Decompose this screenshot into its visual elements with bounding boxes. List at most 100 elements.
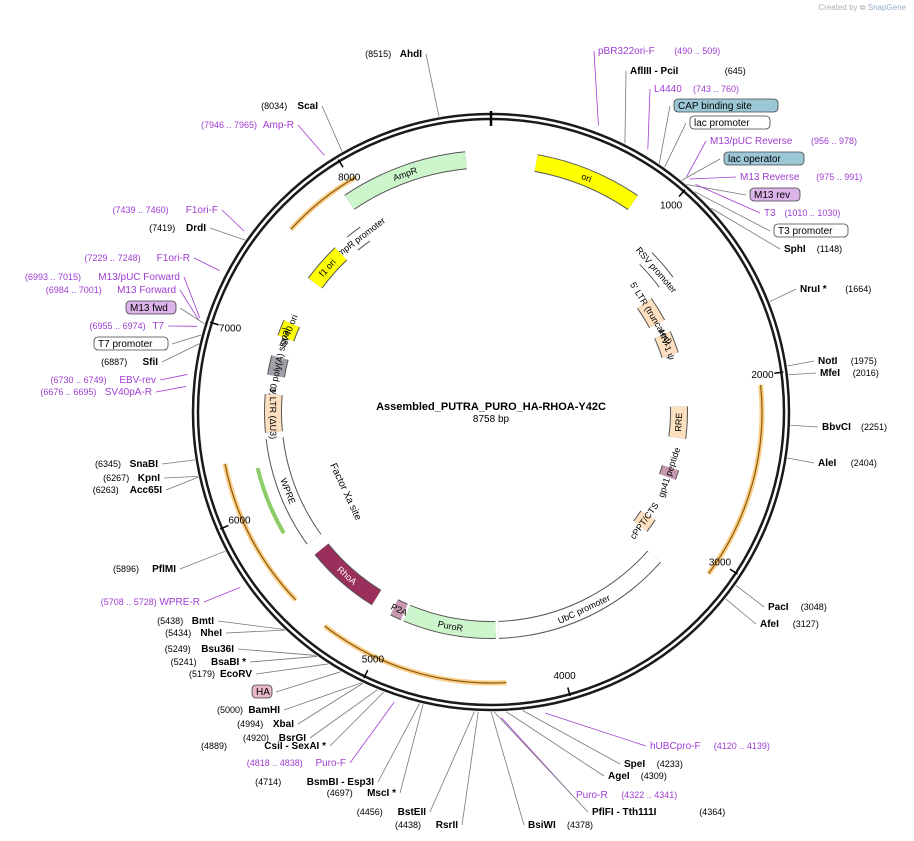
label-sfii[interactable]: SfiI(6887) <box>101 357 158 368</box>
label-pbr322ori-f[interactable]: pBR322ori-F(490 .. 509) <box>598 46 720 57</box>
label-text-bsmbi: BsmBI - Esp3I <box>307 777 374 788</box>
label-pflmi[interactable]: PflMI(5896) <box>113 564 176 575</box>
label-rsrii[interactable]: RsrII(4438) <box>395 820 458 831</box>
feature-ltr-5 <box>637 298 665 328</box>
label-leader-lines <box>155 50 819 826</box>
label-m13-puc-fwd[interactable]: M13/pUC Forward(6993 .. 7015) <box>25 272 180 283</box>
label-range-pflfi: (4364) <box>699 807 725 817</box>
label-box-lac-promoter <box>689 115 771 130</box>
feature-wpre <box>266 437 321 544</box>
label-range-bamhi: (5000) <box>217 705 243 715</box>
leader-snabi <box>161 459 195 465</box>
label-m13-rev[interactable]: M13 rev <box>749 187 801 202</box>
label-range-bmti: (5438) <box>157 616 183 626</box>
ruler-tick-label: 2000 <box>751 370 774 381</box>
label-msci[interactable]: MscI *(4697) <box>327 788 396 799</box>
label-bsabi[interactable]: BsaBI *(5241) <box>171 657 247 668</box>
label-text-ecorv: EcoRV <box>220 669 252 680</box>
label-m13-puc-rev[interactable]: M13/pUC Reverse(956 .. 978) <box>710 136 857 147</box>
label-xbai[interactable]: XbaI(4994) <box>237 719 294 730</box>
feature-hiv-psi <box>655 331 678 358</box>
label-ecorv[interactable]: EcoRV(5179) <box>189 669 252 680</box>
label-text-l4440: L4440 <box>654 84 682 95</box>
label-sphi[interactable]: SphI(1148) <box>784 244 842 255</box>
label-t3[interactable]: T3(1010 .. 1030) <box>764 208 840 219</box>
label-lac-promoter[interactable]: lac promoter <box>689 115 771 130</box>
label-cap-site[interactable]: CAP binding site <box>673 98 779 113</box>
label-m13-reverse[interactable]: M13 Reverse(975 .. 991) <box>740 172 862 183</box>
label-nhei[interactable]: NheI(5434) <box>165 628 222 639</box>
label-bbvci[interactable]: BbvCI(2251) <box>822 422 887 433</box>
label-nrui[interactable]: NruI *(1664) <box>800 284 871 295</box>
label-bsu36i[interactable]: Bsu36I(5249) <box>165 644 234 655</box>
label-f1ori-f[interactable]: F1ori-F(7439 .. 7460) <box>113 205 218 216</box>
label-box-t7-promoter <box>93 336 169 351</box>
leader-pbr322ori-f <box>593 50 599 126</box>
label-agei[interactable]: AgeI(4309) <box>608 771 667 782</box>
label-m13-forward[interactable]: M13 Forward(6984 .. 7001) <box>46 285 176 296</box>
label-t7-promoter[interactable]: T7 promoter <box>93 336 169 351</box>
label-bsteii[interactable]: BstEII(4456) <box>357 807 426 818</box>
label-t7[interactable]: T7(6955 .. 6974) <box>90 321 165 332</box>
label-spei[interactable]: SpeI(4233) <box>624 759 683 770</box>
label-range-f1ori-f: (7439 .. 7460) <box>113 205 169 215</box>
label-drdi[interactable]: DrdI(7419) <box>149 223 206 234</box>
label-box-cap-site <box>673 98 779 113</box>
label-ahdi[interactable]: AhdI(8515) <box>365 49 422 60</box>
label-range-sv40pa-r: (6676 .. 6695) <box>40 387 96 397</box>
label-text-bsrgi: BsrGI <box>279 733 306 744</box>
label-snabi[interactable]: SnaBI(6345) <box>95 459 158 470</box>
label-scai[interactable]: ScaI(8034) <box>261 101 318 112</box>
label-text-ahdi: AhdI <box>400 49 422 60</box>
leader-mfei <box>788 372 817 376</box>
label-acc65i[interactable]: Acc65I(6263) <box>93 485 162 496</box>
leader-afliii <box>624 70 627 144</box>
credit-prefix: Created by <box>818 3 858 12</box>
label-noti[interactable]: NotI(1975) <box>818 356 877 367</box>
leader-sfii <box>161 343 199 363</box>
label-afliii[interactable]: AflIII - PciI(645) <box>630 66 746 77</box>
label-kpni[interactable]: KpnI(6267) <box>103 473 160 484</box>
label-alei[interactable]: AleI(2404) <box>818 458 877 469</box>
label-l4440[interactable]: L4440(743 .. 760) <box>654 84 739 95</box>
label-range-afei: (3127) <box>793 619 819 629</box>
label-f1ori-r[interactable]: F1ori-R(7229 .. 7248) <box>85 253 190 264</box>
label-bamhi[interactable]: BamHI(5000) <box>217 705 280 716</box>
label-bsiwi[interactable]: BsiWI(4378) <box>528 820 593 831</box>
leader-sv40pa-r <box>155 386 187 393</box>
label-range-nhei: (5434) <box>165 628 191 638</box>
label-afei[interactable]: AfeI(3127) <box>760 619 819 630</box>
label-csii[interactable]: CsiI - SexAI *(4889) <box>201 741 326 752</box>
label-text-bsiwi: BsiWI <box>528 820 556 831</box>
label-hubcpro-f[interactable]: hUBCpro-F(4120 .. 4139) <box>650 741 770 752</box>
label-range-bsu36i: (5249) <box>165 644 191 654</box>
label-text-pflfi: PflFI - Tth111I <box>592 807 657 818</box>
label-ebv-rev[interactable]: EBV-rev(6730 .. 6749) <box>51 375 156 386</box>
label-m13-fwd[interactable]: M13 fwd <box>125 300 177 315</box>
label-paci[interactable]: PacI(3048) <box>768 602 827 613</box>
label-pflfi[interactable]: PflFI - Tth111I (4364) <box>592 807 725 818</box>
label-t3-promoter[interactable]: T3 promoter <box>773 223 849 238</box>
label-amp-r-primer[interactable]: Amp-R(7946 .. 7965) <box>201 120 294 131</box>
label-wpre-r[interactable]: WPRE-R(5708 .. 5728) <box>101 597 200 608</box>
label-bsrgi[interactable]: BsrGI(4920) <box>243 733 306 744</box>
feature-label-ltr-3: 3' LTR (ΔU3) <box>268 387 278 439</box>
label-range-puro-f: (4818 .. 4838) <box>247 758 303 768</box>
ruler-tick <box>209 321 219 326</box>
label-bsmbi[interactable]: BsmBI - Esp3I(4714) <box>255 777 374 788</box>
label-sv40pa-r[interactable]: SV40pA-R(6676 .. 6695) <box>40 387 152 398</box>
label-mfei[interactable]: MfeI(2016) <box>820 368 879 379</box>
feature-rhoa <box>315 544 381 605</box>
label-lac-operator[interactable]: lac operator <box>723 151 805 166</box>
feature-amp-promoter <box>347 227 370 250</box>
label-ha[interactable]: HA <box>251 684 273 699</box>
label-bmti[interactable]: BmtI(5438) <box>157 616 214 627</box>
label-puro-f[interactable]: Puro-F(4818 .. 4838) <box>247 758 346 769</box>
label-text-rsrii: RsrII <box>436 820 458 831</box>
snapgene-logo-icon: ⧉ <box>859 3 866 12</box>
leader-noti <box>787 360 815 367</box>
highlight-arc-core <box>324 625 507 684</box>
label-puro-r[interactable]: Puro-R(4322 .. 4341) <box>576 790 677 801</box>
